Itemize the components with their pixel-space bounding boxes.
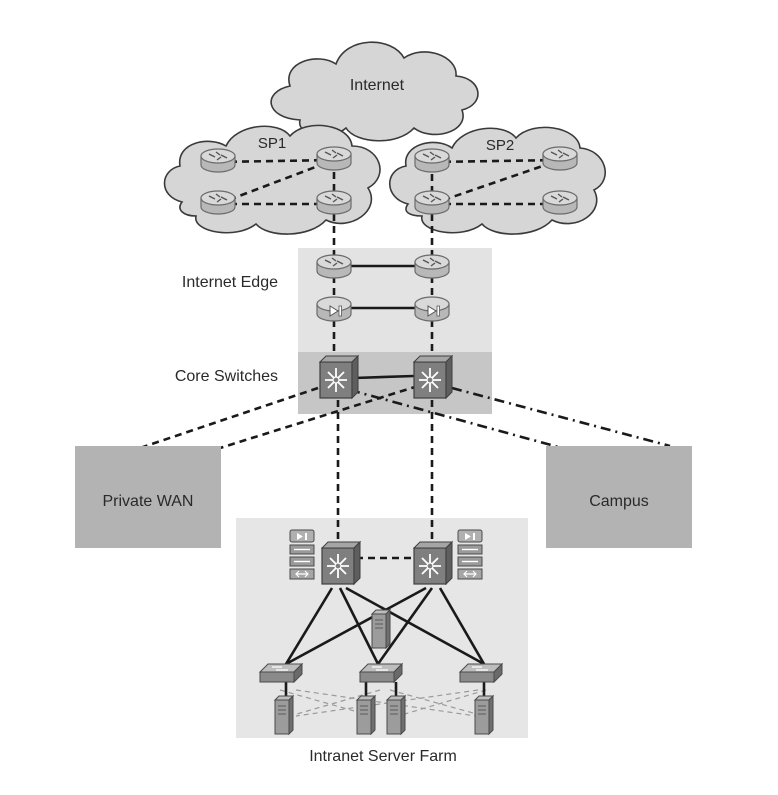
private-wan-label: Private WAN — [103, 493, 194, 510]
sp2-link — [431, 158, 561, 206]
firewall-icon — [316, 296, 352, 322]
farm-uplinks — [284, 586, 486, 666]
sp1-link — [217, 158, 335, 164]
core-switch-icon — [413, 355, 453, 399]
server-icon — [274, 695, 294, 735]
router-icon — [414, 148, 450, 173]
sp2-label: SP2 — [486, 137, 514, 154]
internet-cloud — [270, 41, 479, 142]
sp1-label: SP1 — [258, 135, 286, 152]
server-icon — [356, 695, 376, 735]
core-switch-icon — [319, 355, 359, 399]
access-switch-icon — [459, 663, 503, 683]
server-icon — [386, 695, 406, 735]
core-switches-label: Core Switches — [175, 368, 278, 385]
server-icon — [371, 609, 391, 649]
core-campus-link — [349, 388, 563, 450]
access-switch-icon — [259, 663, 303, 683]
campus-block — [546, 446, 692, 548]
appliance-stack-icon — [457, 529, 483, 580]
router-icon — [200, 148, 236, 173]
appliance-stack-icon — [289, 529, 315, 580]
sp1-link — [217, 158, 335, 206]
internet-label: Internet — [350, 77, 405, 94]
campus-label: Campus — [589, 493, 649, 510]
core-wan-link — [219, 384, 419, 450]
core-switch-icon — [321, 541, 361, 585]
router-icon — [542, 190, 578, 215]
sp2-link — [431, 158, 561, 164]
server-icon — [474, 695, 494, 735]
core-campus-link — [451, 386, 671, 448]
core-wan-link — [139, 386, 319, 450]
router-icon — [542, 146, 578, 171]
router-icon — [414, 190, 450, 215]
router-icon — [316, 190, 352, 215]
router-icon — [200, 190, 236, 215]
core-interlink — [353, 374, 415, 380]
internet-edge-label: Internet Edge — [182, 274, 278, 291]
access-switch-icon — [359, 663, 403, 683]
private-wan-block — [75, 446, 221, 548]
router-icon — [414, 254, 450, 279]
firewall-icon — [414, 296, 450, 322]
core-switch-icon — [413, 541, 453, 585]
server-farm-label: Intranet Server Farm — [309, 748, 457, 765]
router-icon — [316, 254, 352, 279]
router-icon — [316, 146, 352, 171]
